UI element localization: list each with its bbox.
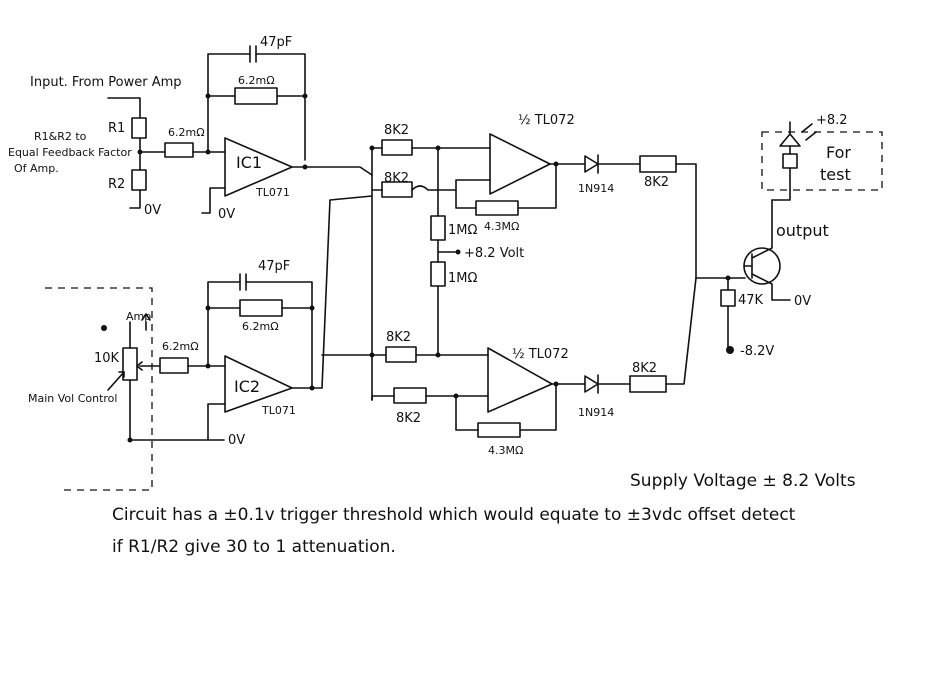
- ground-label-1: 0V: [144, 203, 161, 218]
- d-bot-label: 1N914: [578, 406, 614, 419]
- window-comparator: [304, 133, 586, 438]
- ic1-part: TL071: [255, 186, 290, 199]
- r8k2-d-label: 8K2: [396, 411, 421, 426]
- note-line-2: if R1/R2 give 30 to 1 attenuation.: [112, 537, 396, 557]
- minus82-label: -8.2V: [740, 344, 774, 359]
- rin2-label: 6.2mΩ: [162, 340, 199, 353]
- note-line-1: Circuit has a ±0.1v trigger threshold wh…: [112, 505, 796, 525]
- ic2-stage: [45, 273, 323, 491]
- r8k2-c-label: 8K2: [386, 330, 411, 345]
- ic2-part: TL071: [261, 404, 296, 417]
- output-transistor: [720, 121, 883, 354]
- r1-label: R1: [108, 121, 125, 136]
- input-divider: [107, 97, 166, 209]
- r8k2-out2-label: 8K2: [632, 361, 657, 376]
- r47k-label: 47K: [738, 293, 764, 308]
- ic1-stage: [164, 45, 308, 214]
- half-bot-label: ½ TL072: [512, 347, 569, 362]
- rf-bot-label: 4.3MΩ: [488, 444, 523, 457]
- r1r2-note-2: Equal Feedback Factor: [8, 146, 132, 159]
- cap1-label: 47pF: [260, 35, 292, 50]
- ic2-label: IC2: [234, 377, 260, 396]
- r8k2-b-label: 8K2: [384, 171, 409, 186]
- amp-label: Amp: [126, 310, 151, 323]
- d-top-label: 1N914: [578, 182, 614, 195]
- r1m-a-label: 1MΩ: [448, 223, 477, 238]
- r8k2-a-label: 8K2: [384, 123, 409, 138]
- supply-label: Supply Voltage ± 8.2 Volts: [630, 471, 856, 491]
- rf-top-label: 4.3MΩ: [484, 220, 519, 233]
- ground-label-2: 0V: [218, 207, 235, 222]
- rin1-label: 6.2mΩ: [168, 126, 205, 139]
- test-label: test: [820, 165, 851, 184]
- fb2-label: 6.2mΩ: [242, 320, 279, 333]
- plus82-led-label: +8.2: [816, 113, 848, 128]
- output-label: output: [776, 221, 829, 240]
- input-label: Input. From Power Amp: [30, 75, 182, 90]
- mainvol-label: Main Vol Control: [28, 392, 117, 405]
- diode-or: [584, 154, 746, 394]
- plus82-label: +8.2 Volt: [464, 246, 524, 261]
- r2-label: R2: [108, 177, 125, 192]
- ov-out-label: 0V: [794, 294, 811, 309]
- r1m-b-label: 1MΩ: [448, 271, 477, 286]
- cap2-label: 47pF: [258, 259, 290, 274]
- half-top-label: ½ TL072: [518, 113, 575, 128]
- r1r2-note-1: R1&R2 to: [34, 130, 87, 143]
- pot-label: 10K: [94, 351, 120, 366]
- r1r2-note-3: Of Amp.: [14, 162, 59, 175]
- for-label: For: [826, 143, 851, 162]
- ground-label-3: 0V: [228, 433, 245, 448]
- r8k2-out1-label: 8K2: [644, 175, 669, 190]
- ic1-label: IC1: [236, 153, 262, 172]
- fb1-label: 6.2mΩ: [238, 74, 275, 87]
